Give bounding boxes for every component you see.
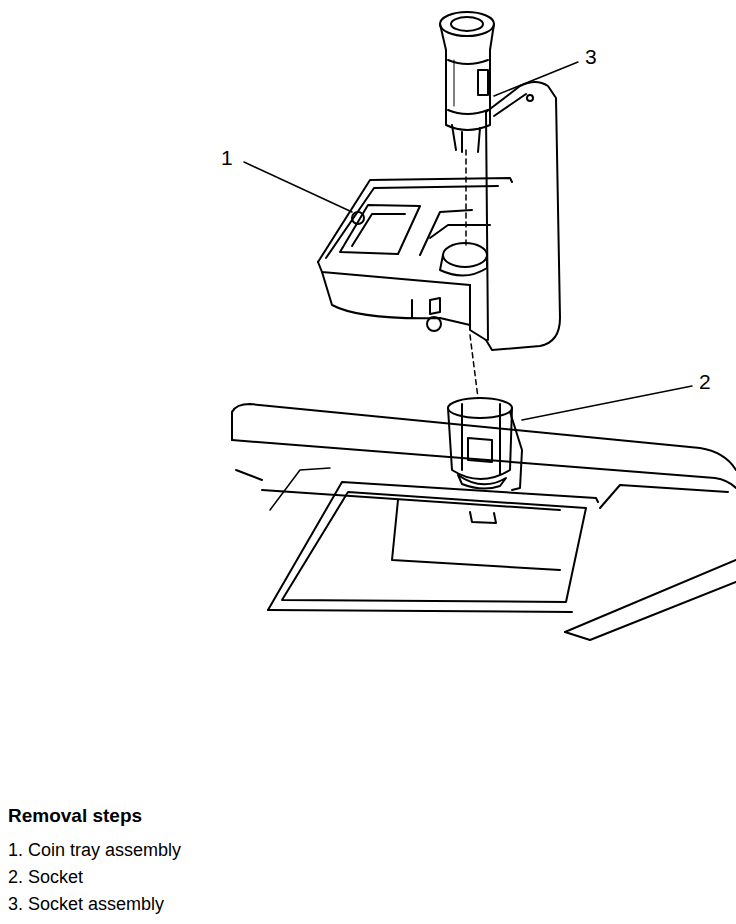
callout-number: 1 — [219, 146, 235, 169]
leader-line — [244, 62, 692, 420]
socket-assembly — [440, 12, 494, 152]
socket — [448, 398, 522, 490]
alignment-line — [466, 150, 478, 398]
removal-step: 3. Socket assembly — [8, 895, 164, 915]
tray-lid — [470, 82, 560, 350]
removal-step: 1. Coin tray assembly — [8, 841, 181, 861]
console — [232, 404, 736, 640]
list-heading: Removal steps — [8, 806, 142, 827]
callout-number: 2 — [697, 370, 713, 393]
removal-step: 2. Socket — [8, 868, 83, 888]
coin-tray — [318, 178, 512, 331]
callout-number: 3 — [583, 45, 599, 68]
